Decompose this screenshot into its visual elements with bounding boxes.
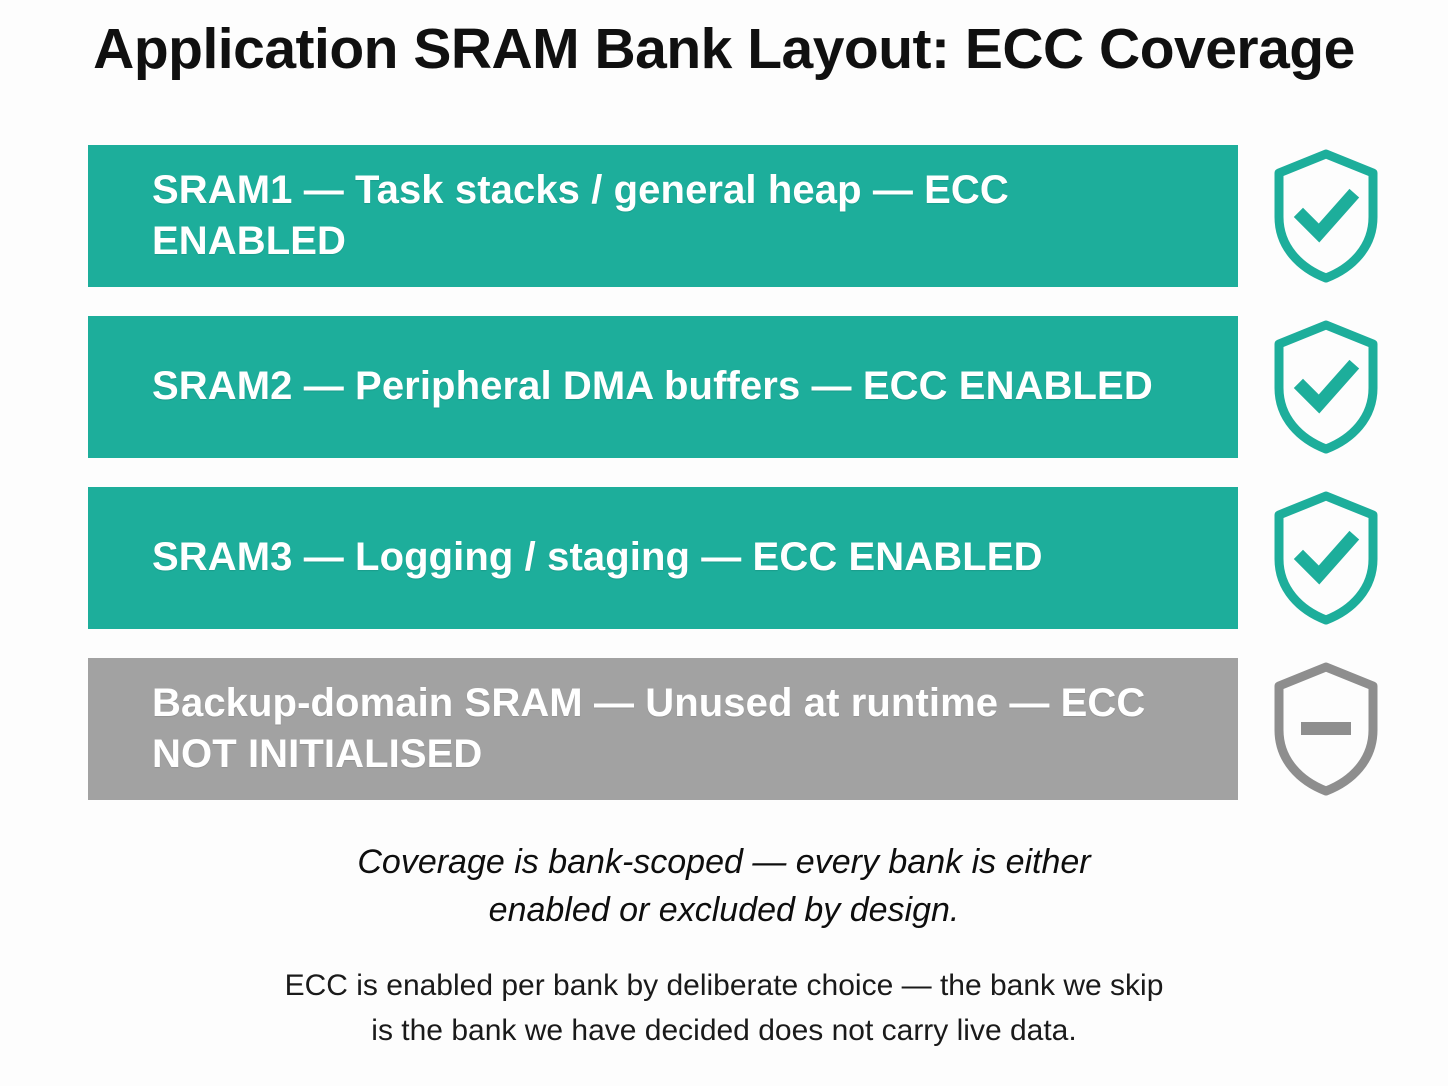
caption-line-1: Coverage is bank-scoped — every bank is … — [357, 843, 1091, 881]
footnote-line-2: is the bank we have decided does not car… — [371, 1014, 1077, 1047]
bank-row: SRAM2 — Peripheral DMA buffers — ECC ENA… — [0, 316, 1448, 458]
sram-bank-list: SRAM1 — Task stacks / general heap — ECC… — [0, 145, 1448, 829]
bank-label: Backup-domain SRAM — Unused at runtime —… — [152, 680, 1146, 776]
bank-row: SRAM1 — Task stacks / general heap — ECC… — [0, 145, 1448, 287]
shield-minus-icon — [1270, 660, 1382, 798]
footnote-text: ECC is enabled per bank by deliberate ch… — [0, 963, 1448, 1053]
caption-text: Coverage is bank-scoped — every bank is … — [0, 838, 1448, 935]
shield-check-icon — [1270, 147, 1382, 285]
footnote-line-1: ECC is enabled per bank by deliberate ch… — [284, 969, 1164, 1002]
bank-row: SRAM3 — Logging / staging — ECC ENABLED — [0, 487, 1448, 629]
bank-bar-sram1[interactable]: SRAM1 — Task stacks / general heap — ECC… — [88, 145, 1238, 287]
shield-check-icon — [1270, 489, 1382, 627]
bank-bar-backup-domain-sram[interactable]: Backup-domain SRAM — Unused at runtime —… — [88, 658, 1238, 800]
bank-label: SRAM1 — Task stacks / general heap — ECC… — [152, 167, 1009, 263]
shield-check-icon — [1270, 318, 1382, 456]
bank-label: SRAM3 — Logging / staging — ECC ENABLED — [152, 535, 1043, 580]
caption-line-2: enabled or excluded by design. — [488, 891, 960, 930]
page-title: Application SRAM Bank Layout: ECC Covera… — [93, 17, 1355, 81]
bank-label: SRAM2 — Peripheral DMA buffers — ECC ENA… — [152, 364, 1153, 409]
bank-bar-sram3[interactable]: SRAM3 — Logging / staging — ECC ENABLED — [88, 487, 1238, 629]
bank-row: Backup-domain SRAM — Unused at runtime —… — [0, 658, 1448, 800]
bank-bar-sram2[interactable]: SRAM2 — Peripheral DMA buffers — ECC ENA… — [88, 316, 1238, 458]
